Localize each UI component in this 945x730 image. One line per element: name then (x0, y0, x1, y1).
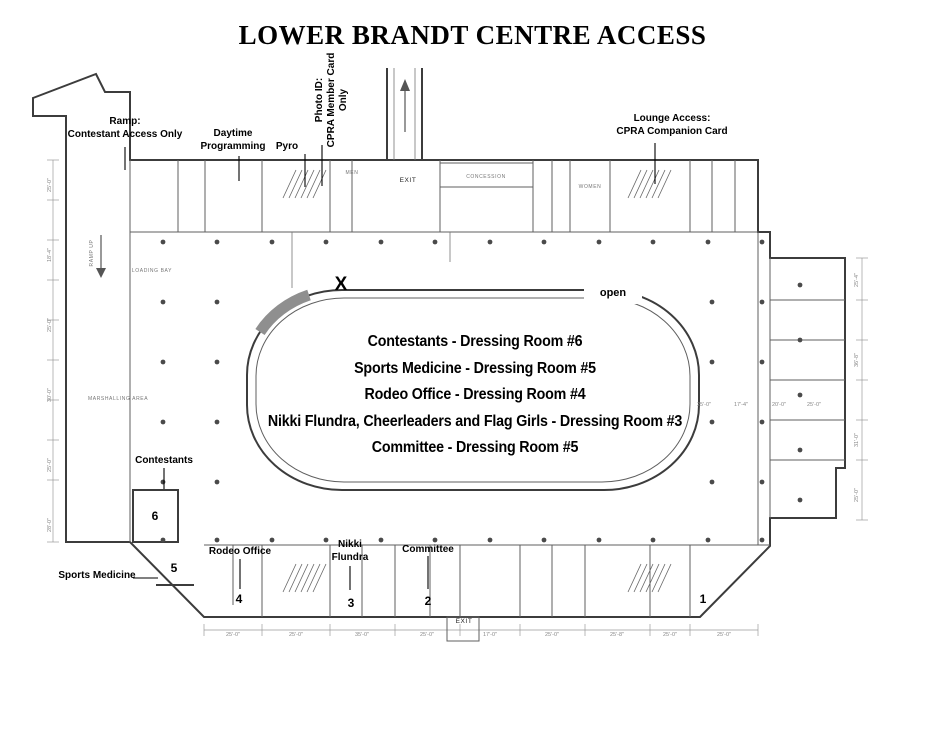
page-title: LOWER BRANDT CENTRE ACCESS (238, 20, 707, 50)
room-number-6: 6 (151, 509, 159, 523)
plan-text-labels: EXIT CONCESSION WOMEN MEN EXIT MARSHALLI… (88, 170, 601, 625)
dim-right: 25'-4" (854, 273, 860, 287)
ramp-access-callout: Ramp: Contestant Access Only (67, 116, 183, 140)
rodeo-office-callout: Rodeo Office (208, 546, 272, 557)
dim-bottom: 25'-0" (663, 632, 677, 638)
loading-bay-label: LOADING BAY (132, 268, 172, 274)
women-label: WOMEN (579, 184, 602, 190)
sports-medicine-callout: Sports Medicine (58, 570, 136, 581)
interior-partitions (129, 160, 845, 642)
committee-callout: Committee (402, 544, 454, 555)
dim-bottom: 25'-0" (226, 632, 240, 638)
room-number-4: 4 (235, 592, 243, 606)
men-label: MEN (346, 170, 359, 176)
dim-mid: 17'-4" (734, 402, 748, 408)
dim-bottom: 17'-0" (483, 632, 497, 638)
exit-top-label: EXIT (400, 177, 417, 184)
dim-left: 25'-0" (47, 458, 53, 472)
column-dots (160, 239, 803, 543)
exit-bottom-label: EXIT (456, 618, 473, 625)
dim-bottom: 25'-0" (420, 632, 434, 638)
ramp-up-label: RAMP UP (89, 239, 95, 266)
open-gap (584, 283, 642, 304)
building-walls (32, 68, 846, 618)
room-number-1: 1 (699, 592, 707, 606)
room-number-3: 3 (347, 596, 355, 610)
room-number-2: 2 (424, 594, 432, 608)
dim-bottom: 35'-0" (355, 632, 369, 638)
dimension-lines (52, 160, 863, 631)
dressing-room-6-box (132, 489, 179, 543)
nikki-flundra-callout: Nikki Flundra (331, 539, 369, 563)
marshalling-area-label: MARSHALLING AREA (88, 396, 148, 402)
dim-mid: 20'-0" (772, 402, 786, 408)
contestants-callout: Contestants (135, 455, 193, 466)
concession-label: CONCESSION (466, 174, 506, 180)
daytime-programming-callout: Daytime Programming (200, 128, 266, 152)
pyro-callout: Pyro (275, 141, 299, 152)
dim-bottom: 25'-8" (610, 632, 624, 638)
dimension-texts: 25'-0" 25'-0" 35'-0" 25'-0" 17'-0" 25'-0… (47, 178, 860, 638)
shaded-access-wedge (255, 289, 311, 336)
dim-left: 30'-0" (47, 388, 53, 402)
room-number-5: 5 (170, 561, 178, 575)
dim-right: 31'-0" (854, 433, 860, 447)
dim-left: 18'-4" (47, 248, 53, 262)
dim-mid: 25'-0" (807, 402, 821, 408)
callout-leader-lines (124, 143, 656, 590)
lounge-access-callout: Lounge Access: CPRA Companion Card (616, 113, 728, 137)
dimension-ticks (47, 159, 868, 636)
entrance-arrow-icon (400, 79, 410, 132)
x-mark: X (334, 274, 348, 295)
dim-left: 25'-0" (47, 178, 53, 192)
legend-line: Sports Medicine - Dressing Room #5 (354, 359, 596, 377)
dim-left: 25'-0" (47, 318, 53, 332)
legend-line: Contestants - Dressing Room #6 (367, 333, 583, 350)
dim-bottom: 25'-0" (289, 632, 303, 638)
dressing-room-legend: Contestants - Dressing Room #6 Sports Me… (245, 329, 705, 462)
legend-line: Rodeo Office - Dressing Room #4 (364, 386, 586, 403)
legend-line: Nikki Flundra, Cheerleaders and Flag Gir… (267, 412, 683, 430)
dim-bottom: 25'-0" (545, 632, 559, 638)
dim-right: 25'-0" (854, 488, 860, 502)
rink-oval (246, 283, 700, 491)
open-label: open (599, 287, 627, 299)
dim-left: 28'-0" (47, 518, 53, 532)
stairs-hatching (282, 169, 672, 593)
dim-right: 36'-8" (854, 353, 860, 367)
ramp-arrow-icon (96, 235, 106, 278)
dim-bottom: 25'-0" (717, 632, 731, 638)
legend-line: Committee - Dressing Room #5 (371, 439, 579, 456)
dim-mid: 25'-0" (697, 402, 711, 408)
